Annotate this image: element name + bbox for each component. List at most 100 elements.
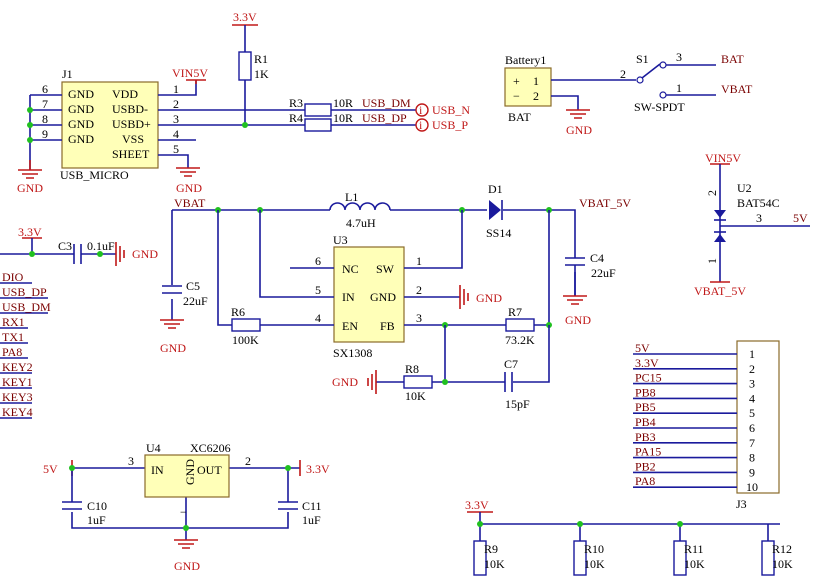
u2-part: BAT54C (737, 196, 780, 210)
u4-out: OUT (197, 463, 222, 477)
u3-pnum-3: 3 (416, 311, 422, 325)
r1-ref: R1 (254, 52, 268, 66)
junction (97, 251, 103, 257)
pullup-ref-4: R12 (772, 542, 792, 556)
j3-net-9: PB2 (635, 459, 656, 473)
j1-pin-8: 8 (42, 112, 48, 126)
c7-val: 15pF (505, 397, 530, 411)
port-usb-p: i USB_P (415, 118, 468, 132)
j1-body (61, 81, 159, 169)
gnd-label: GND (332, 375, 358, 389)
j3-pin-8: 8 (749, 451, 755, 465)
j1-name-l4: GND (68, 132, 94, 146)
u3-pin-en: EN (342, 319, 358, 333)
net-vbat-5v: VBAT_5V (579, 196, 631, 210)
r4-val: 10R (333, 111, 353, 125)
j1-name-l3: GND (68, 117, 94, 131)
c11-capacitor: C11 1uF (278, 499, 322, 527)
j1-ref: J1 (62, 67, 73, 81)
u2-vin5v: VIN5V (705, 151, 741, 165)
junction (27, 107, 33, 113)
left-net-9: KEY3 (2, 390, 33, 404)
port-usb-p-label: USB_P (432, 118, 468, 132)
u3-pin-fb: FB (380, 319, 395, 333)
junction (29, 251, 35, 257)
pullup-val-3: 10K (684, 557, 705, 571)
r8-resistor: R8 10K (403, 362, 433, 403)
battery-wires (551, 79, 636, 110)
c3-33v: 3.3V (18, 225, 42, 239)
j3-pin-6: 6 (749, 421, 755, 435)
battery1: Battery1 + − 1 2 BAT (504, 53, 552, 124)
c11-ref: C11 (302, 499, 322, 513)
battery-minus: − (513, 89, 520, 103)
c5-val: 22uF (183, 294, 208, 308)
junction (577, 521, 583, 527)
pullup-ref-2: R10 (584, 542, 604, 556)
u3-pin-in: IN (342, 290, 355, 304)
r4-ref: R4 (289, 111, 303, 125)
fb-wires (376, 325, 550, 383)
r3-val: 10R (333, 96, 353, 110)
left-net-6: PA8 (2, 345, 22, 359)
j3-net-7: PB3 (635, 430, 656, 444)
gnd-label: GND (160, 341, 186, 355)
r1-val: 1K (254, 67, 269, 81)
j1-pin-3: 3 (173, 112, 179, 126)
j1-name-l2: GND (68, 102, 94, 116)
u3-part: SX1308 (333, 346, 372, 360)
j1-pin-9: 9 (42, 127, 48, 141)
vin5v-label: VIN5V (172, 66, 208, 80)
u3-ref: U3 (333, 233, 348, 247)
battery-ref: Battery1 (505, 53, 546, 67)
u3-pnum-6: 6 (315, 254, 321, 268)
j3-pin-10: 10 (746, 480, 758, 494)
l1-ref: L1 (345, 190, 358, 204)
u4-ref: U4 (146, 441, 161, 455)
j3-net-5: PB5 (635, 400, 656, 414)
port-usb-n: i USB_N (415, 103, 470, 117)
gnd-symbol: GND (332, 370, 377, 394)
junction (27, 137, 33, 143)
s1-ref: S1 (636, 52, 649, 66)
left-net-2: USB_DP (2, 285, 47, 299)
j1-gnd-wires (29, 94, 62, 170)
c4-ref: C4 (590, 251, 604, 265)
left-net-3: USB_DM (2, 300, 51, 314)
junction (27, 122, 33, 128)
u3-pnum-5: 5 (315, 283, 321, 297)
r7-resistor: R7 73.2K (505, 305, 535, 347)
c7-capacitor: C7 15pF (504, 357, 530, 411)
pullup-resistor-2 (573, 540, 587, 576)
net-usb-dm: USB_DM (362, 96, 411, 110)
j1-name-r5: SHEET (112, 147, 150, 161)
u2-net-5v: 5V (793, 211, 808, 225)
c4-val: 22uF (591, 266, 616, 280)
j3-net-8: PA15 (635, 445, 661, 459)
u4-5v: 5V (43, 462, 58, 476)
j1-usb-connector: J1 USB_MICRO GND GND GND GND VDD USBD- U… (42, 67, 179, 182)
d1-ref: D1 (488, 182, 503, 196)
j1-pin-1: 1 (173, 82, 179, 96)
left-net-list: DIO USB_DP USB_DM RX1 TX1 PA8 KEY2 KEY1 … (0, 270, 51, 419)
j1-name-r2: USBD- (112, 102, 148, 116)
pullup-ref-1: R9 (484, 542, 498, 556)
gnd-symbol: GND (459, 285, 502, 309)
u2-p3: 3 (756, 211, 762, 225)
u2-ref: U2 (737, 181, 752, 195)
r1-33v-label: 3.3V (233, 10, 257, 24)
u2-vbat5v: VBAT_5V (694, 284, 746, 298)
junction (242, 122, 248, 128)
l1-val: 4.7uH (346, 216, 376, 230)
j1-pin-2: 2 (173, 97, 179, 111)
j3-net-3: PC15 (635, 371, 662, 385)
usb-wires (331, 109, 416, 126)
pullup-33v: 3.3V (465, 498, 489, 512)
d1-diode: D1 SS14 (486, 182, 511, 240)
junction (69, 465, 75, 471)
u4-part: XC6206 (190, 441, 231, 455)
left-net-10: KEY4 (2, 405, 33, 419)
junction (677, 521, 683, 527)
c3-ref: C3 (58, 239, 72, 253)
u3-pnum-1: 1 (416, 254, 422, 268)
